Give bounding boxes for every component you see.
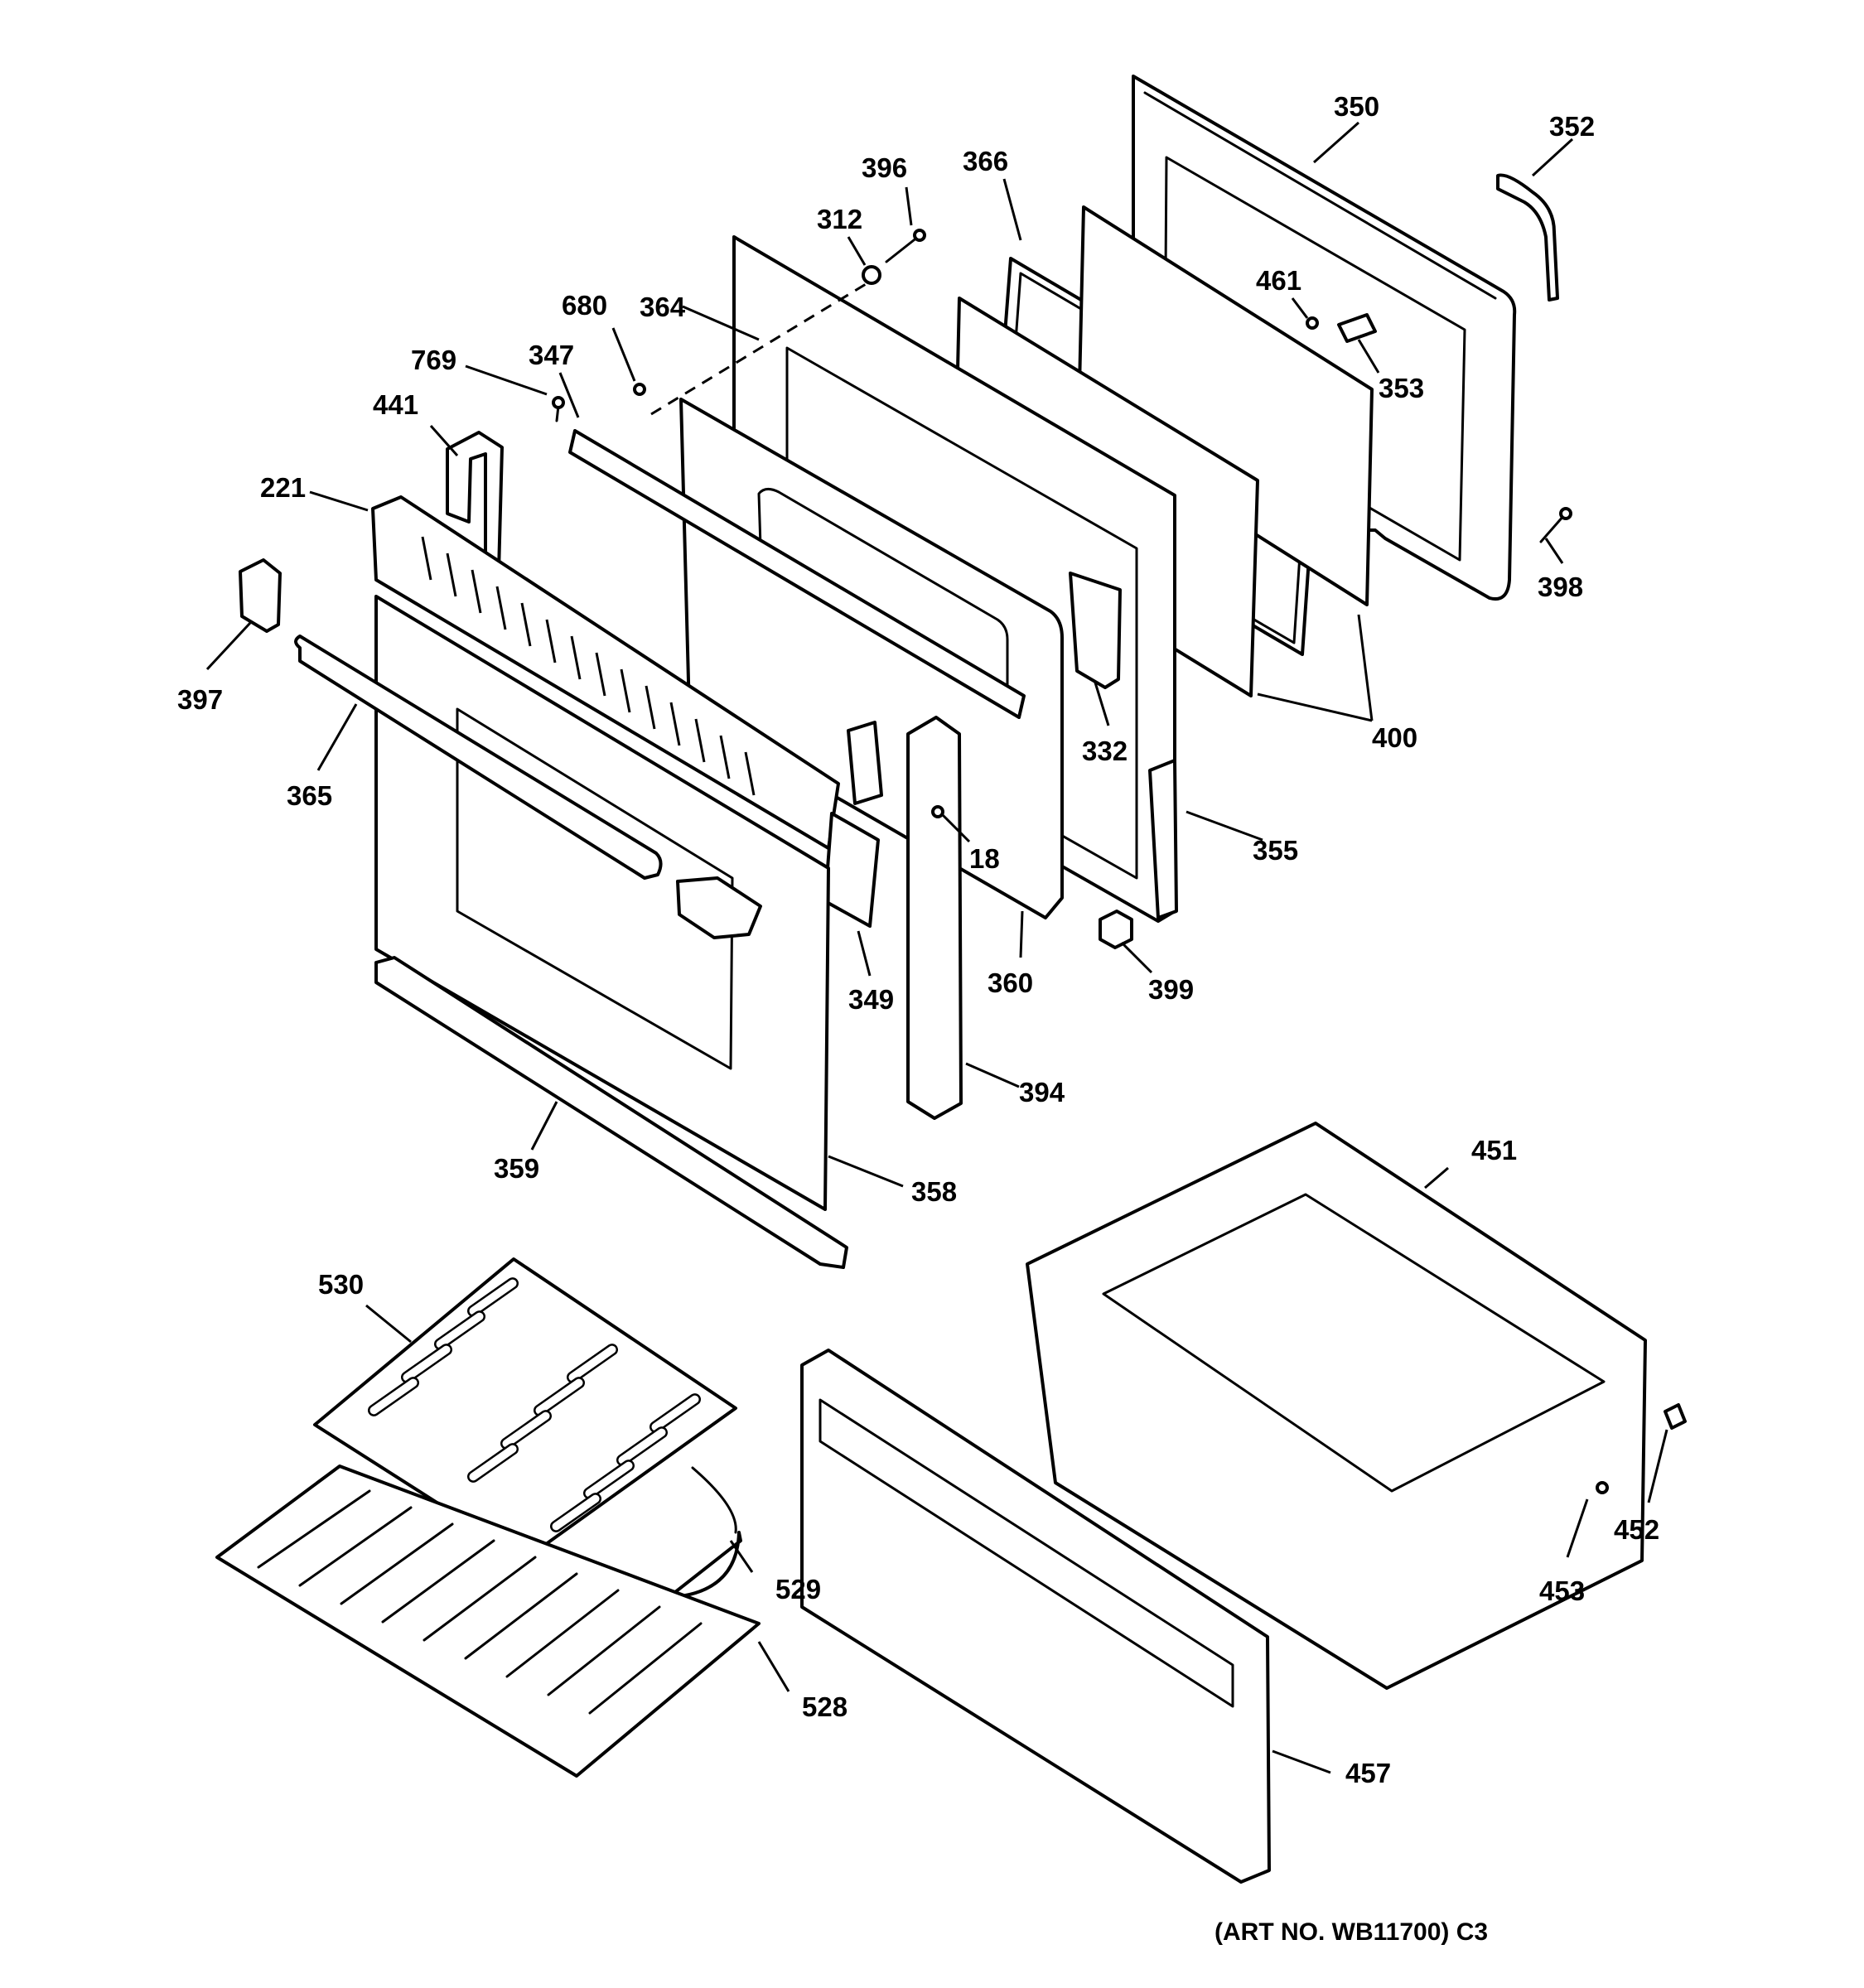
part-457-drawer-front bbox=[800, 1349, 1271, 1884]
callout-355: 355 bbox=[1253, 835, 1298, 866]
callout-397: 397 bbox=[177, 684, 223, 715]
part-349-insulation-sheet bbox=[823, 812, 880, 928]
callout-457: 457 bbox=[1345, 1758, 1391, 1788]
leader-lines bbox=[205, 121, 1668, 1774]
hinge-plate bbox=[847, 721, 883, 805]
part-451-drawer-body bbox=[1026, 1122, 1647, 1690]
callout-396: 396 bbox=[862, 152, 907, 183]
part-769-screw bbox=[552, 396, 565, 422]
part-453-screw bbox=[1596, 1481, 1609, 1494]
part-441-hinge-bracket bbox=[446, 431, 504, 577]
part-221-vent-trim bbox=[371, 495, 840, 850]
art-number: (ART NO. WB11700) C3 bbox=[1214, 1918, 1488, 1946]
part-396-screw bbox=[885, 229, 926, 263]
callout-360: 360 bbox=[988, 967, 1033, 998]
part-452-clip bbox=[1664, 1403, 1687, 1430]
callout-18: 18 bbox=[969, 843, 1000, 874]
part-461-screw bbox=[1306, 316, 1319, 330]
callout-441: 441 bbox=[373, 389, 418, 420]
callout-769: 769 bbox=[411, 345, 456, 375]
part-347-channel bbox=[568, 429, 1026, 719]
assembly-axis bbox=[650, 280, 871, 416]
callout-352: 352 bbox=[1549, 111, 1595, 142]
callout-680: 680 bbox=[562, 290, 607, 321]
part-680-screw bbox=[633, 383, 646, 396]
part-18-screw bbox=[931, 805, 944, 818]
part-312-washer bbox=[862, 265, 881, 285]
callout-349: 349 bbox=[848, 984, 894, 1015]
callout-400: 400 bbox=[1372, 722, 1417, 753]
part-332-insulation bbox=[1069, 572, 1122, 689]
part-397-end-cap bbox=[239, 558, 282, 633]
callout-221: 221 bbox=[260, 472, 306, 503]
part-359-bottom-trim bbox=[374, 956, 848, 1269]
part-352-gasket bbox=[1496, 173, 1559, 302]
callout-461: 461 bbox=[1256, 265, 1301, 296]
part-399-block bbox=[1099, 910, 1133, 949]
callout-452: 452 bbox=[1614, 1514, 1659, 1545]
callout-labels: 350 352 396 366 312 461 680 364 353 769 … bbox=[177, 91, 1659, 1788]
callout-358: 358 bbox=[911, 1176, 957, 1207]
part-355-hinge bbox=[1148, 759, 1178, 919]
callout-359: 359 bbox=[494, 1153, 539, 1184]
part-365-handle bbox=[294, 635, 663, 880]
callout-451: 451 bbox=[1471, 1135, 1517, 1165]
callout-453: 453 bbox=[1539, 1575, 1585, 1606]
callout-347: 347 bbox=[529, 340, 574, 370]
callout-530: 530 bbox=[318, 1269, 364, 1300]
callout-529: 529 bbox=[775, 1574, 821, 1604]
callout-528: 528 bbox=[802, 1691, 847, 1722]
callout-399: 399 bbox=[1148, 974, 1194, 1005]
callout-353: 353 bbox=[1379, 373, 1424, 403]
callout-364: 364 bbox=[640, 292, 686, 322]
callout-312: 312 bbox=[817, 204, 862, 234]
part-398-screw bbox=[1539, 507, 1572, 543]
vent-slots bbox=[421, 536, 756, 796]
callout-350: 350 bbox=[1334, 91, 1379, 122]
callout-366: 366 bbox=[963, 146, 1008, 176]
part-350-door-frame bbox=[1132, 75, 1517, 601]
part-394-side-rail bbox=[906, 716, 963, 1120]
callout-332: 332 bbox=[1082, 736, 1128, 766]
callout-394: 394 bbox=[1019, 1077, 1065, 1107]
callout-365: 365 bbox=[287, 780, 332, 811]
part-528-oven-rack bbox=[215, 1464, 761, 1778]
part-353-clip bbox=[1337, 313, 1377, 343]
callout-398: 398 bbox=[1538, 572, 1583, 602]
handle-end-cap bbox=[676, 876, 762, 939]
